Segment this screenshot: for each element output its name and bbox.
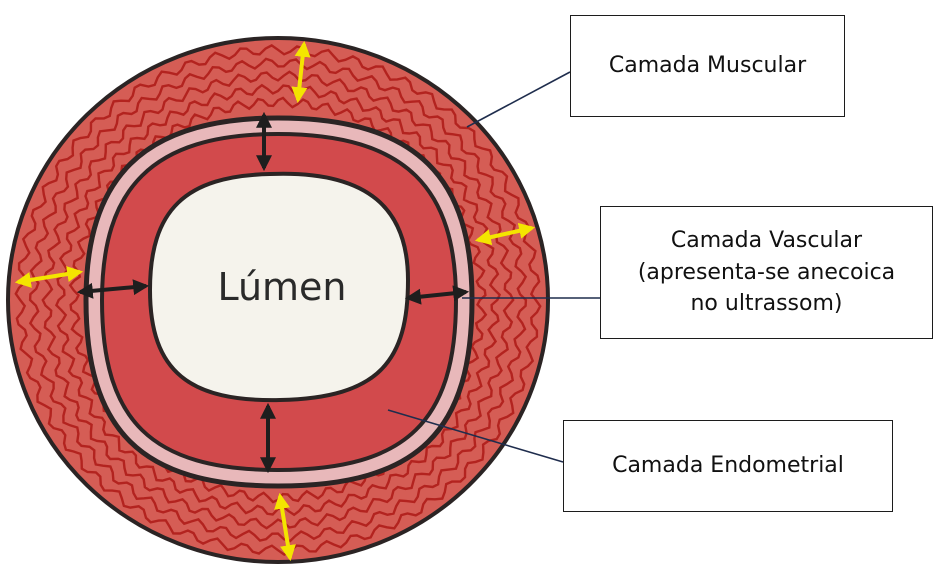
callout-camada-endometrial: Camada Endometrial [563, 420, 893, 512]
callout-vascular-line1: Camada Vascular [671, 225, 862, 257]
callout-vascular-line3: no ultrassom) [690, 288, 842, 320]
leader-line-muscular [467, 72, 570, 127]
callout-muscular-label: Camada Muscular [609, 50, 806, 82]
lumen-label: Lúmen [217, 265, 346, 309]
callout-endometrial-label: Camada Endometrial [612, 450, 844, 482]
callout-vascular-line2: (apresenta-se anecoica [638, 257, 895, 289]
callout-camada-muscular: Camada Muscular [570, 15, 845, 117]
callout-camada-vascular: Camada Vascular (apresenta-se anecoica n… [600, 206, 933, 339]
